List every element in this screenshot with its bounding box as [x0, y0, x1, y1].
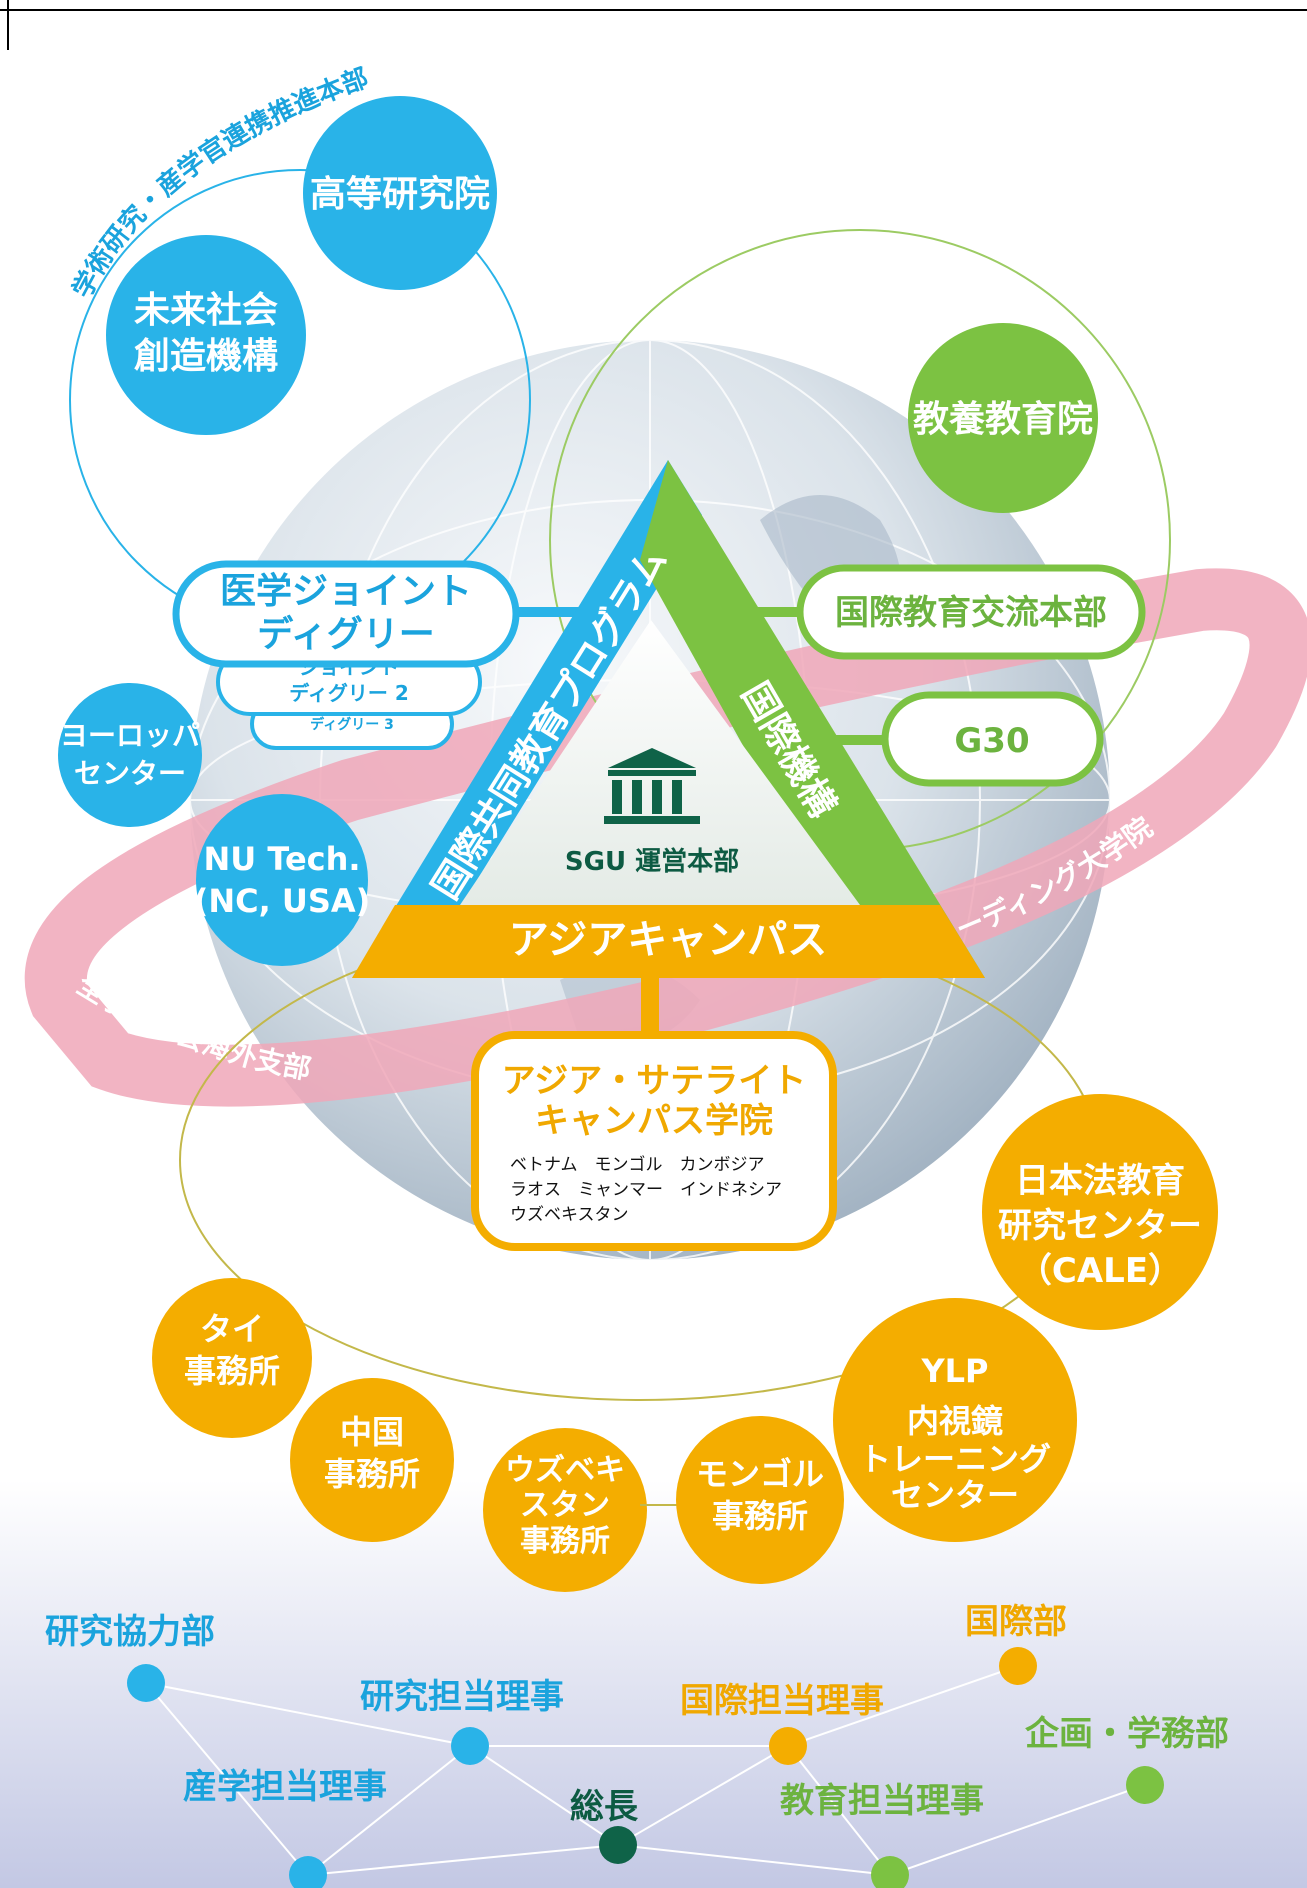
intl-education-exchange-label: 国際教育交流本部: [835, 593, 1107, 633]
asia-countries-3: ウズベキスタン: [510, 1205, 629, 1225]
triangle-bottom-label: アジアキャンパス: [509, 917, 827, 963]
nu-tech-label-1: NU Tech.: [203, 840, 360, 878]
sgu-headquarters-label: SGU 運営本部: [565, 847, 739, 877]
triangle-right-side: [640, 460, 985, 978]
triangle-bottom-side: [352, 905, 985, 978]
mongol-office-circle[interactable]: [676, 1416, 844, 1584]
joint-degree-3-label: ディグリー 3: [310, 716, 394, 733]
thai-office-circle[interactable]: [152, 1278, 312, 1438]
medical-joint-degree-pill[interactable]: [172, 560, 520, 668]
ylp-circle[interactable]: [833, 1298, 1077, 1542]
president-label: 総長: [570, 1787, 639, 1827]
ylp-label-3: トレーニング: [859, 1440, 1051, 1478]
asia-satellite-title-2: キャンパス学院: [535, 1101, 773, 1141]
research-cooperation-node[interactable]: [127, 1664, 165, 1702]
intl-education-exchange-pill[interactable]: [796, 564, 1146, 660]
intl-director-label: 国際担当理事: [680, 1681, 884, 1721]
liberal-arts-circle[interactable]: [908, 323, 1098, 513]
ylp-label-4: センター: [891, 1476, 1019, 1514]
europe-center-label-1: ヨーロッパ: [60, 719, 200, 752]
asia-satellite-title-1: アジア・サテライト: [502, 1061, 807, 1101]
intl-department-label: 国際部: [965, 1602, 1067, 1642]
joint-degree-2-label-2: ディグリー 2: [289, 681, 408, 705]
g30-label: G30: [954, 721, 1029, 761]
uzbek-office-label-3: 事務所: [520, 1524, 610, 1559]
nu-tech-label-2: (NC, USA): [194, 882, 371, 920]
bottom-background: [0, 1480, 1307, 1888]
asia-countries-1: ベトナム モンゴル カンボジア: [510, 1154, 765, 1175]
thai-office-label-2: 事務所: [184, 1352, 280, 1390]
asia-countries-2: ラオス ミャンマー インドネシア: [510, 1180, 782, 1200]
president-node[interactable]: [599, 1826, 637, 1864]
medical-joint-degree-label-2: ディグリー: [257, 613, 434, 655]
mongol-office-label-1: モンゴル: [696, 1455, 824, 1493]
future-society-label-1: 未来社会: [134, 290, 278, 331]
industry-director-label: 産学担当理事: [183, 1767, 387, 1807]
cale-label-3: （CALE）: [1018, 1251, 1182, 1291]
central-triangle: [352, 460, 985, 978]
china-office-circle[interactable]: [290, 1378, 454, 1542]
research-director-label: 研究担当理事: [360, 1677, 564, 1717]
education-director-label: 教育担当理事: [780, 1781, 984, 1821]
advanced-research-label: 高等研究院: [310, 174, 490, 215]
planning-department-node[interactable]: [1126, 1766, 1164, 1804]
cale-circle[interactable]: [982, 1094, 1218, 1330]
future-society-circle[interactable]: [106, 235, 306, 435]
china-office-label-1: 中国: [340, 1413, 404, 1451]
china-office-label-2: 事務所: [324, 1455, 420, 1493]
asia-satellite-box[interactable]: [471, 1031, 837, 1251]
mongol-office-label-2: 事務所: [712, 1497, 808, 1535]
g30-pill[interactable]: [881, 691, 1104, 787]
uzbek-office-circle[interactable]: [483, 1428, 647, 1592]
ylp-label-1: YLP: [920, 1352, 988, 1390]
nu-tech-circle[interactable]: [196, 794, 368, 966]
research-director-node[interactable]: [451, 1727, 489, 1765]
intl-director-node[interactable]: [769, 1727, 807, 1765]
industry-director-node[interactable]: [289, 1856, 327, 1888]
research-cooperation-label: 研究協力部: [45, 1612, 215, 1652]
ylp-label-2: 内視鏡: [907, 1402, 1003, 1440]
future-society-label-2: 創造機構: [134, 336, 278, 377]
uzbek-office-label-1: ウズベキ: [505, 1453, 625, 1488]
education-director-node[interactable]: [871, 1856, 909, 1888]
advanced-research-circle[interactable]: [303, 96, 497, 290]
planning-department-label: 企画・学務部: [1025, 1714, 1229, 1754]
building-icon: [604, 748, 700, 824]
triangle-left-side: [352, 460, 702, 978]
liberal-arts-label: 教養教育院: [913, 399, 1093, 440]
europe-center-circle[interactable]: [58, 683, 202, 827]
medical-joint-degree-label-1: 医学ジョイント: [220, 570, 472, 612]
uzbek-office-label-2: スタン: [520, 1488, 610, 1523]
intl-department-node[interactable]: [999, 1647, 1037, 1685]
cale-label-1: 日本法教育: [1015, 1161, 1185, 1201]
europe-center-label-2: センター: [74, 757, 186, 790]
cale-label-2: 研究センター: [998, 1206, 1202, 1246]
thai-office-label-1: タイ: [200, 1310, 264, 1348]
